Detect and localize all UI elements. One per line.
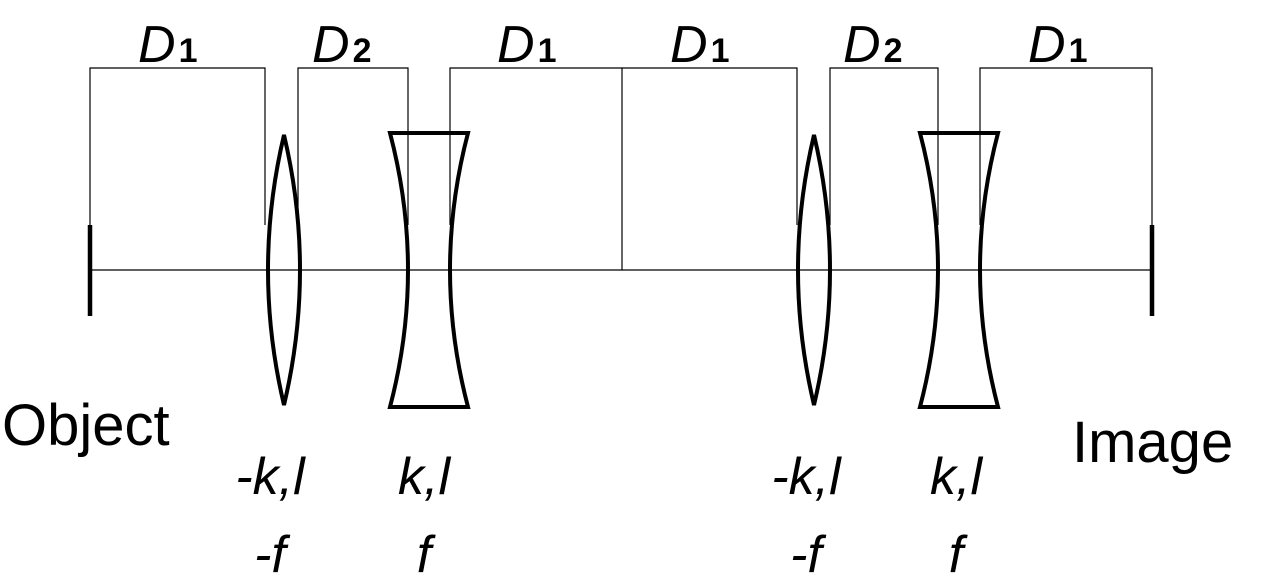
spacing-label: D1 [670, 16, 729, 74]
lens-1-params: -k,l [235, 448, 306, 506]
bracket-d2-a [297, 67, 409, 225]
lens-2-focal: f [417, 526, 436, 584]
lens-2-params: k,l [398, 448, 451, 506]
lens-1-focal: -f [254, 526, 290, 584]
converging-lens-1 [266, 134, 302, 406]
diverging-lens-2 [917, 131, 1001, 409]
spacing-label: D1 [497, 16, 556, 74]
lens-4-params: k,l [930, 448, 983, 506]
object-label: Object [2, 393, 170, 458]
bracket-d1-d [979, 67, 1153, 225]
spacing-label: D2 [843, 16, 902, 74]
bracket-d1-c [622, 67, 798, 225]
spacing-label: D2 [312, 16, 371, 74]
lens-3-params: -k,l [771, 448, 842, 506]
diverging-lens-1 [387, 131, 471, 409]
converging-lens-2 [796, 134, 832, 406]
image-label: Image [1072, 410, 1233, 475]
dimension-brackets [89, 67, 1153, 270]
spacing-label: D1 [138, 16, 197, 74]
bracket-d1-b [449, 67, 623, 270]
bracket-d1-a [89, 67, 266, 225]
spacing-label: D1 [1028, 16, 1087, 74]
bracket-d2-b [829, 67, 939, 225]
lens-3-focal: -f [790, 526, 826, 584]
lens-4-focal: f [949, 526, 968, 584]
